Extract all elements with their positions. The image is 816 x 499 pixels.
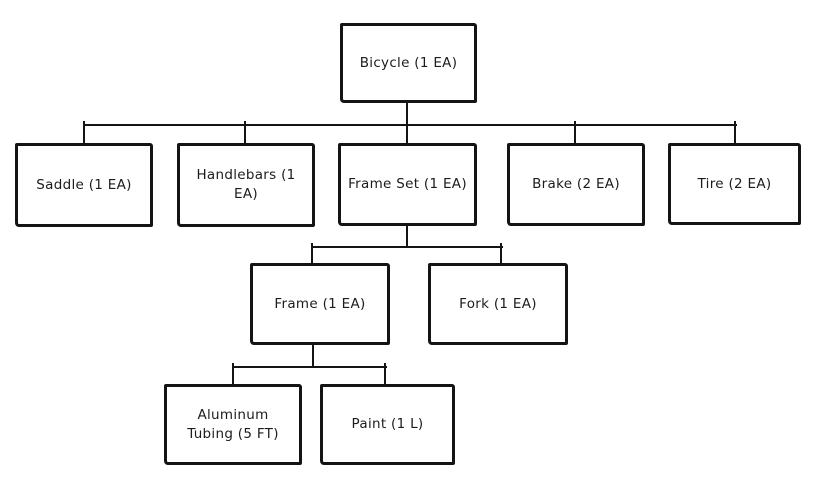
connector-level3-bus: [312, 246, 503, 248]
connector-stub-paint: [384, 363, 386, 385]
node-brake: Brake (2 EA): [507, 143, 645, 226]
node-bicycle-label: Bicycle (1 EA): [359, 54, 458, 71]
connector-frame-to-level4: [312, 343, 314, 368]
node-frame-set: Frame Set (1 EA): [338, 143, 477, 226]
node-brake-label: Brake (2 EA): [532, 176, 620, 193]
node-frame: Frame (1 EA): [250, 263, 390, 345]
connector-stub-frame: [311, 243, 313, 264]
node-bicycle: Bicycle (1 EA): [340, 23, 477, 103]
connector-stub-aluminum-tubing: [232, 363, 234, 385]
connector-stub-handlebars: [244, 121, 246, 144]
node-paint: Paint (1 L): [320, 384, 455, 465]
connector-stub-fork: [500, 243, 502, 264]
node-tire: Tire (2 EA): [668, 143, 801, 225]
node-tire-label: Tire (2 EA): [697, 175, 772, 192]
node-handlebars-label: Handlebars (1 EA): [196, 167, 296, 202]
connector-bicycle-to-level2: [406, 101, 408, 144]
node-saddle: Saddle (1 EA): [15, 143, 153, 227]
node-aluminum-tubing: Aluminum Tubing (5 FT): [164, 384, 302, 465]
node-aluminum-tubing-label-line1: Aluminum: [197, 406, 269, 423]
connector-level4-bus: [232, 366, 387, 368]
node-handlebars: Handlebars (1 EA): [177, 143, 315, 227]
node-fork: Fork (1 EA): [428, 263, 568, 345]
connector-level2-bus: [84, 124, 737, 126]
connector-frameset-to-level3: [406, 224, 408, 248]
node-fork-label: Fork (1 EA): [459, 295, 537, 312]
node-frame-set-label: Frame Set (1 EA): [348, 176, 467, 193]
node-paint-label: Paint (1 L): [351, 416, 424, 433]
connector-stub-saddle: [83, 121, 85, 144]
node-saddle-label: Saddle (1 EA): [36, 176, 132, 193]
node-frame-label: Frame (1 EA): [274, 295, 366, 312]
node-aluminum-tubing-label-line2: Tubing (5 FT): [187, 425, 279, 442]
connector-stub-brake: [574, 121, 576, 144]
connector-stub-tire: [734, 121, 736, 144]
